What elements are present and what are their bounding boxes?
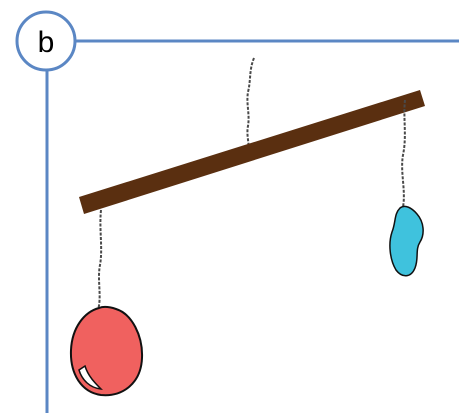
panel-label-text: b bbox=[38, 26, 55, 59]
panel-label-circle bbox=[15, 10, 77, 72]
red-balloon bbox=[69, 305, 144, 397]
blue-blob bbox=[389, 205, 424, 277]
left-string bbox=[97, 209, 103, 311]
panel-label: b bbox=[15, 10, 77, 72]
mobile-rod bbox=[79, 90, 425, 214]
red-balloon-highlight bbox=[78, 364, 103, 390]
right-string bbox=[401, 99, 406, 208]
red-balloon-body bbox=[69, 305, 144, 397]
top-string bbox=[246, 57, 255, 153]
blue-blob-body bbox=[389, 205, 424, 277]
